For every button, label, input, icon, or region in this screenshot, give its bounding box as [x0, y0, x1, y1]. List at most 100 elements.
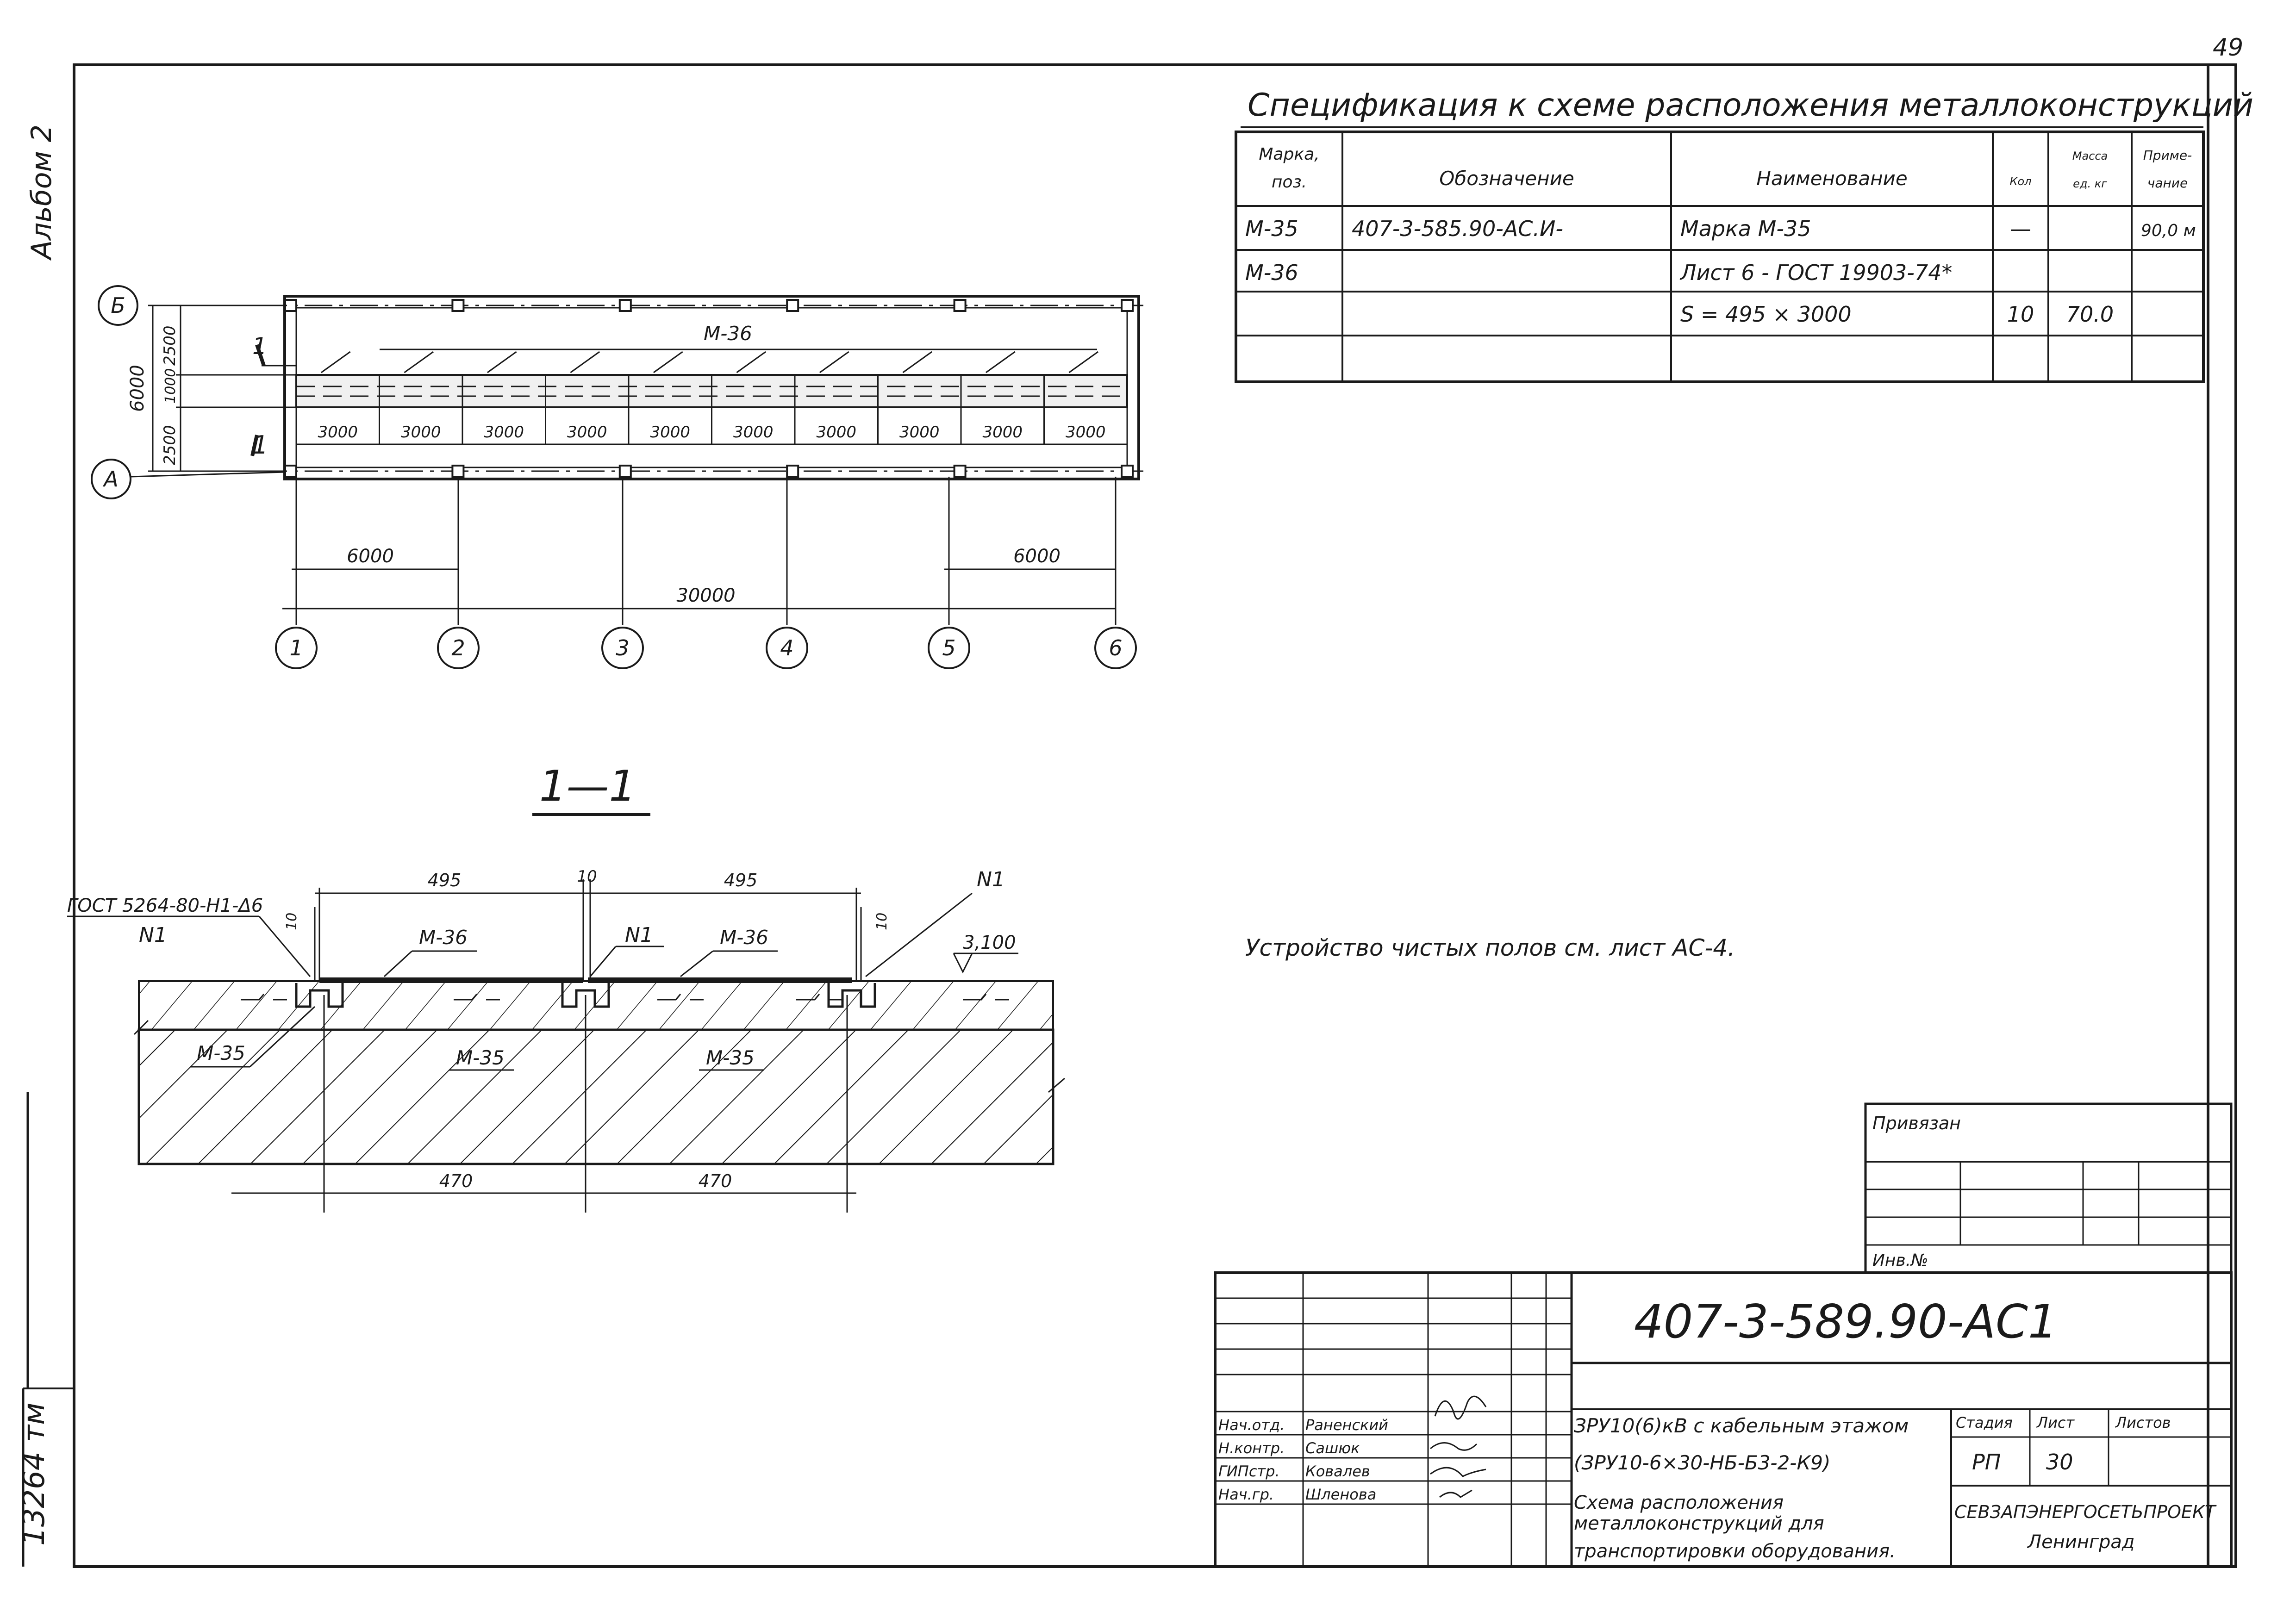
frame-mark-left: М-35 [197, 1042, 245, 1064]
level-mark: 3,100 [963, 932, 1016, 953]
city: Ленинград [2027, 1531, 2135, 1553]
plan-panel-dim: 3000 [899, 423, 940, 442]
plan-dim-v3: 2500 [161, 425, 179, 465]
section-dim-top-left: 495 [428, 870, 462, 890]
privyazan-block: Привязан Инв.№ [1864, 1102, 2233, 1274]
column-axis-bubble [275, 627, 318, 669]
gost-callout: ГОСТ 5264-80-Н1-Δ6 [67, 895, 263, 916]
plan-panel-dim: 3000 [1066, 423, 1106, 442]
column-axis-label: 1 [289, 635, 303, 660]
inv-label: Инв.№ [1872, 1251, 1928, 1270]
plan-panel-dim: 3000 [318, 423, 358, 442]
column-axis-label: 4 [780, 635, 793, 660]
title-block: 407-3-589.90-АС1 Нач.отд. Раненский Н.ко… [1214, 1271, 2233, 1568]
weld-mark-left: N1 [139, 923, 167, 947]
section-dim-side-right: 10 [874, 913, 890, 930]
role-3: ГИПстр. [1218, 1462, 1280, 1480]
spec-cell: 90,0 м [2141, 221, 2196, 240]
plan-panel-dim: 3000 [982, 423, 1023, 442]
spec-cell: Марка М-35 [1680, 216, 1811, 241]
spec-header-cell: Наименование [1756, 167, 1907, 190]
spec-cell: 407-3-585.90-АС.И- [1352, 216, 1563, 241]
column-axis-bubble [766, 627, 808, 669]
project-line-2: (ЗРУ10-6×30-НБ-Б3-2-К9) [1574, 1451, 1830, 1474]
column-axis-label: 6 [1109, 635, 1122, 660]
signatures [1430, 1395, 1487, 1498]
section-dim-side-left: 10 [284, 913, 300, 930]
spec-header-cell: Обозначение [1439, 167, 1574, 190]
section-dim-top-gap: 10 [577, 867, 597, 886]
spec-title: Спецификация к схеме расположения металл… [1248, 87, 2253, 124]
sheet-mark-left: М-36 [419, 926, 468, 949]
sheet-label: Лист [2036, 1414, 2075, 1431]
stage-value: РП [1972, 1450, 2001, 1475]
section-dim-bottom-left: 470 [439, 1171, 473, 1191]
column-axis-label: 5 [942, 635, 955, 660]
spec-cell: М-35 [1245, 216, 1298, 241]
plan-bay-dim-left: 6000 [347, 546, 394, 567]
drawing-title-3: транспортировки оборудования. [1574, 1541, 1896, 1562]
privyazan-label: Привязан [1872, 1113, 1961, 1133]
section-dim-top-right: 495 [724, 870, 758, 890]
spec-header-cell: поз. [1272, 173, 1307, 192]
spec-header-cell: ед. кг [2073, 177, 2107, 190]
drawing-code: 407-3-589.90-АС1 [1634, 1294, 2058, 1349]
sheet-number: 49 [2213, 34, 2243, 62]
section-view: 1—1 495 10 495 10 10 470 470 ГОСТ 5264 [67, 761, 1065, 1213]
plan-panel-dim: 3000 [401, 423, 441, 442]
axis-a-label: А [102, 467, 118, 492]
album-label: Альбом 2 [25, 124, 58, 261]
spec-header-cell: чание [2147, 175, 2188, 191]
role-2: Н.контр. [1218, 1439, 1285, 1457]
plan-panel-dim: 3000 [816, 423, 856, 442]
column-axis-bubble [1094, 627, 1137, 669]
plan-panel-dim: 3000 [733, 423, 774, 442]
plan-panel-dim: 3000 [567, 423, 607, 442]
spec-cell: S = 495 × 3000 [1680, 302, 1852, 327]
role-1: Нач.отд. [1218, 1416, 1285, 1434]
plan-dim-overall-vertical: 6000 [127, 365, 148, 412]
organization: СЕВЗАПЭНЕРГОСЕТЬПРОЕКТ [1954, 1502, 2217, 1522]
column-axis-bubble [928, 627, 970, 669]
plan-panel-dim: 3000 [484, 423, 524, 442]
project-line-1: ЗРУ10(6)кВ с кабельным этажом [1574, 1414, 1909, 1437]
name-4: Шленова [1305, 1486, 1376, 1503]
section-dim-bottom-right: 470 [699, 1171, 732, 1191]
drawing-title-1: Схема расположения [1574, 1492, 1784, 1513]
sheet-mark-right: М-36 [720, 926, 768, 949]
axis-b-label: Б [111, 293, 125, 318]
plan-overall-dim: 30000 [676, 585, 735, 606]
plan-bay-dim-right: 6000 [1013, 546, 1061, 567]
spec-header-cell: Масса [2072, 149, 2108, 162]
plan-sheet-mark: М-36 [704, 322, 752, 345]
spec-header-cell: Приме- [2143, 148, 2192, 163]
specification-table: Спецификация к схеме расположения металл… [1235, 87, 2253, 383]
name-2: Сашюк [1305, 1439, 1360, 1457]
sheets-label: Листов [2115, 1414, 2171, 1431]
spec-header-cell: Марка, [1259, 145, 1319, 164]
weld-mark-right: N1 [977, 868, 1005, 891]
column-axis-label: 3 [616, 635, 629, 660]
plan-dim-v1: 2500 [161, 325, 179, 366]
spec-header-cell: Кол [2009, 175, 2031, 188]
plan-view: М-36 6000 2500 1000 2500 Б А 1 1 3000 300… [91, 285, 1143, 669]
section-title: 1—1 [539, 761, 636, 811]
frame-mark-middle: М-35 [456, 1046, 505, 1069]
column-axis-bubble [601, 627, 644, 669]
drawing-title-2: металлоконструкций для [1574, 1513, 1824, 1534]
section-mark-top: 1 [252, 333, 267, 360]
role-4: Нач.гр. [1218, 1486, 1274, 1503]
frame-mark-right: М-35 [706, 1046, 755, 1069]
spec-cell: М-36 [1245, 260, 1298, 285]
plan-panel-dim: 3000 [650, 423, 690, 442]
spec-cell: — [2010, 216, 2031, 241]
name-1: Раненский [1305, 1416, 1388, 1434]
plan-dim-v2: 1000 [162, 368, 179, 404]
spec-cell: 10 [2007, 302, 2034, 327]
section-mark-bottom: 1 [252, 430, 268, 460]
sheet-frame [26, 63, 2237, 1568]
sheet-value: 30 [2046, 1450, 2073, 1475]
stage-label: Стадия [1956, 1414, 2013, 1431]
floor-note: Устройство чистых полов см. лист АС-4. [1245, 934, 1735, 961]
